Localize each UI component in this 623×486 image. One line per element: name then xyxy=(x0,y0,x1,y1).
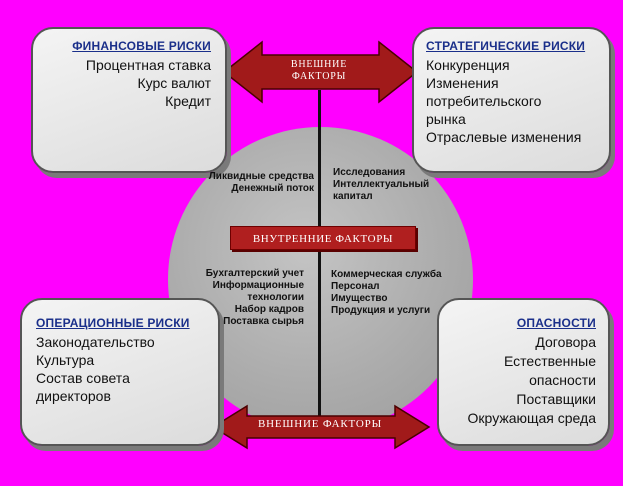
inner-top-right-list: Исследования Интеллектуальный капитал xyxy=(333,167,453,203)
inner-factor-item: Бухгалтерский учет xyxy=(205,268,304,279)
operational-risks-box: ОПЕРАЦИОННЫЕ РИСКИ Законодательство Куль… xyxy=(20,298,220,446)
inner-top-left-list: Ликвидные средства Денежный поток xyxy=(182,171,314,195)
inner-factor-item: Исследования xyxy=(333,167,406,178)
strategic-risks-box: СТРАТЕГИЧЕСКИЕ РИСКИ Конкуренция Изменен… xyxy=(412,27,611,173)
inner-factor-item: Ликвидные средства xyxy=(208,171,314,182)
external-factors-bottom-label: ВНЕШНИЕ ФАКТОРЫ xyxy=(258,418,382,430)
center-divider-line xyxy=(318,90,321,420)
external-top-line2: ФАКТОРЫ xyxy=(291,71,347,82)
strategic-risk-item: Конкуренция xyxy=(426,57,510,73)
inner-factor-item: Имущество xyxy=(331,293,388,304)
external-factors-bottom-arrow xyxy=(211,404,431,450)
strategic-risk-item: Изменения xyxy=(426,75,499,91)
operational-risk-item: Культура xyxy=(36,352,95,368)
external-factors-top-label: ВНЕШНИЕ ФАКТОРЫ xyxy=(269,59,369,83)
financial-risks-title: ФИНАНСОВЫЕ РИСКИ xyxy=(72,39,211,53)
strategic-risk-item: потребительского xyxy=(426,93,542,109)
operational-risk-item: Законодательство xyxy=(36,334,155,350)
hazard-item: Договора xyxy=(535,334,596,350)
inner-bottom-left-list: Бухгалтерский учет Информационные технол… xyxy=(182,268,304,328)
hazards-title: ОПАСНОСТИ xyxy=(516,316,596,330)
operational-risk-item: Состав совета xyxy=(36,370,130,386)
internal-factors-label: ВНУТРЕННИЕ ФАКТОРЫ xyxy=(230,226,416,250)
financial-risk-item: Процентная ставка xyxy=(85,57,211,73)
hazards-box: ОПАСНОСТИ Договора Естественные опасност… xyxy=(437,298,610,446)
financial-risk-item: Курс валют xyxy=(137,75,211,91)
strategic-risks-title: СТРАТЕГИЧЕСКИЕ РИСКИ xyxy=(426,39,586,53)
financial-risk-item: Кредит xyxy=(165,93,211,109)
hazard-item: Поставщики xyxy=(516,391,596,407)
inner-factor-item: Поставка сырья xyxy=(223,316,304,327)
inner-factor-item: Информационные xyxy=(212,280,304,291)
operational-risks-title: ОПЕРАЦИОННЫЕ РИСКИ xyxy=(36,316,190,330)
inner-factor-item: Продукция и услуги xyxy=(331,305,431,316)
inner-factor-item: Персонал xyxy=(331,281,380,292)
inner-factor-item: капитал xyxy=(333,191,373,202)
hazard-item: опасности xyxy=(529,372,596,388)
operational-risk-item: директоров xyxy=(36,388,111,404)
strategic-risk-item: Отраслевые изменения xyxy=(426,129,582,145)
inner-factor-item: Интеллектуальный xyxy=(333,179,430,190)
inner-factor-item: Коммерческая служба xyxy=(331,269,442,280)
inner-factor-item: Набор кадров xyxy=(234,304,304,315)
external-top-line1: ВНЕШНИЕ xyxy=(290,59,348,70)
financial-risks-box: ФИНАНСОВЫЕ РИСКИ Процентная ставка Курс … xyxy=(31,27,227,173)
inner-bottom-right-list: Коммерческая служба Персонал Имущество П… xyxy=(331,269,471,317)
hazard-item: Окружающая среда xyxy=(467,410,596,426)
inner-factor-item: Денежный поток xyxy=(231,183,314,194)
inner-factor-item: технологии xyxy=(247,292,304,303)
strategic-risk-item: рынка xyxy=(426,111,466,127)
hazard-item: Естественные xyxy=(503,353,596,369)
